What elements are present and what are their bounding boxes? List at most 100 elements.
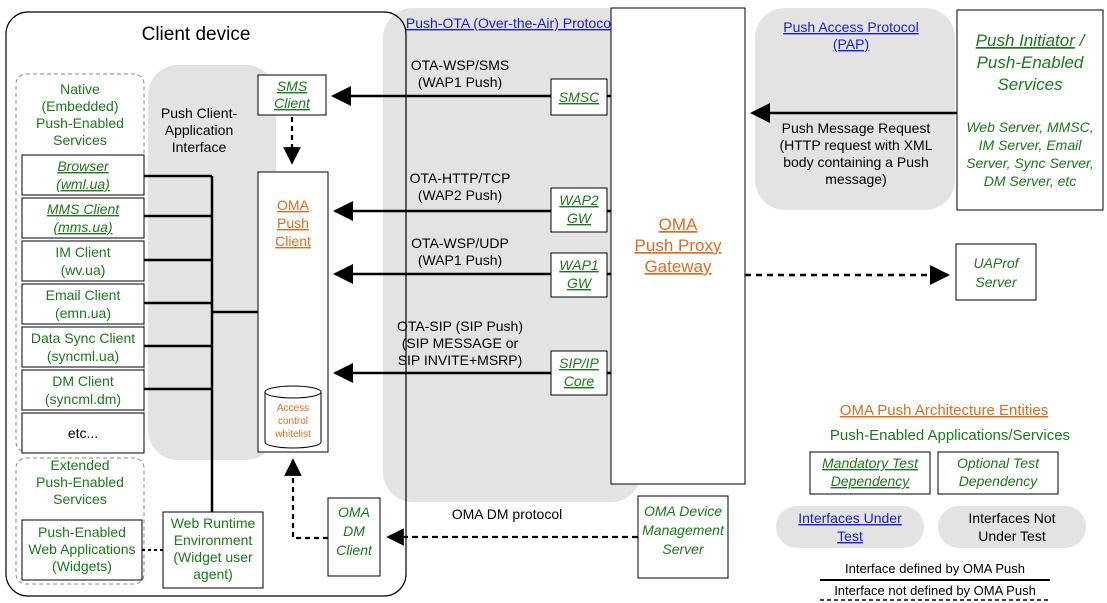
svg-text:GW: GW [567, 210, 593, 226]
native-app-label: (mms.ua) [53, 219, 112, 235]
svg-text:Services: Services [53, 132, 107, 148]
svg-text:(WAP1 Push): (WAP1 Push) [418, 74, 502, 90]
native-app-item: etc... [21, 412, 145, 454]
sms-client-label: SMS Client [274, 78, 311, 111]
svg-text:OMA Device: OMA Device [644, 503, 722, 519]
legend-iut-label: Interfaces Under Test [798, 510, 902, 544]
legend-inut-label: Interfaces Not Under Test [968, 510, 1055, 544]
sms-client-box [257, 74, 327, 116]
svg-text:Core: Core [564, 373, 595, 389]
svg-text:Push Client-: Push Client- [161, 105, 238, 121]
svg-text:SMS: SMS [277, 78, 308, 94]
svg-text:Server: Server [662, 541, 705, 557]
svg-text:Test: Test [837, 528, 863, 544]
legend-apps: Push-Enabled Applications/Services [830, 427, 1070, 444]
native-apps-list: Browser(wml.ua)MMS Client(mms.ua)IM Clie… [21, 154, 145, 454]
native-app-box [21, 412, 145, 454]
svg-text:Push-Enabled: Push-Enabled [36, 115, 124, 131]
svg-text:Push-Enabled: Push-Enabled [38, 524, 126, 540]
svg-text:Mandatory Test: Mandatory Test [822, 455, 919, 471]
svg-text:body containing a Push: body containing a Push [783, 154, 929, 170]
svg-text:control: control [278, 416, 308, 427]
svg-text:Web Server, MMSC,: Web Server, MMSC, [966, 119, 1093, 135]
svg-text:whitelist: whitelist [274, 429, 311, 440]
legend-defined-label: Interface defined by OMA Push [845, 561, 1025, 576]
svg-text:Push-Enabled: Push-Enabled [36, 474, 124, 490]
svg-text:(WAP2 Push): (WAP2 Push) [418, 187, 502, 203]
web-applications-label: Push-Enabled Web Applications (Widgets) [28, 524, 135, 574]
svg-text:Push Proxy: Push Proxy [635, 236, 722, 255]
svg-text:(Widget user: (Widget user [173, 549, 253, 565]
svg-text:Under Test: Under Test [978, 528, 1046, 544]
sip-ip-core-label: SIP/IP Core [559, 355, 599, 389]
native-app-box [21, 197, 145, 239]
svg-text:Server, Sync Server,: Server, Sync Server, [966, 155, 1094, 171]
svg-text:Interfaces Under: Interfaces Under [798, 510, 902, 526]
svg-text:WAP2: WAP2 [559, 192, 599, 208]
svg-text:Extended: Extended [50, 457, 109, 473]
extended-services-label: Extended Push-Enabled Services [36, 457, 124, 507]
push-initiator-box [956, 9, 1104, 211]
svg-text:Services: Services [997, 75, 1063, 94]
smsc-label: SMSC [559, 89, 600, 105]
svg-text:WAP1: WAP1 [559, 257, 598, 273]
svg-text:(PAP): (PAP) [833, 36, 869, 52]
extended-services-group [15, 457, 145, 585]
client-device-title: Client device [142, 24, 251, 45]
svg-text:Client: Client [336, 542, 373, 558]
native-app-item: IM Client(wv.ua) [21, 240, 145, 282]
svg-text:SIP/IP: SIP/IP [559, 355, 599, 371]
native-app-label: etc... [68, 425, 98, 441]
client-device-frame [5, 11, 407, 597]
ppg-box [610, 7, 746, 485]
svg-text:agent): agent) [193, 566, 233, 582]
svg-text:OTA-WSP/UDP: OTA-WSP/UDP [411, 235, 509, 251]
legend-mandatory-box [809, 451, 931, 495]
native-app-label: Data Sync Client [31, 330, 135, 346]
svg-text:Native: Native [60, 81, 100, 97]
svg-text:Client: Client [275, 233, 311, 249]
svg-text:OTA-SIP (SIP Push): OTA-SIP (SIP Push) [397, 318, 523, 334]
svg-text:(SIP MESSAGE or: (SIP MESSAGE or [402, 335, 519, 351]
svg-text:Optional Test: Optional Test [957, 455, 1040, 471]
svg-text:(HTTP request with XML: (HTTP request with XML [779, 137, 932, 153]
native-app-box [21, 369, 145, 411]
svg-text:IM Server, Email: IM Server, Email [979, 137, 1083, 153]
native-app-label: (syncml.ua) [47, 348, 119, 364]
native-app-item: Email Client (emn.ua) [21, 283, 145, 325]
push-initiator-title: Push Initiator / Push-Enabled Services [976, 31, 1087, 94]
web-applications-box [21, 519, 143, 581]
oma-dm-client-label: OMA DM Client [336, 504, 373, 558]
native-app-label: (emn.ua) [55, 305, 111, 321]
svg-text:Push Initiator /: Push Initiator / [976, 31, 1087, 50]
wap2-gw-label: WAP2 GW [559, 192, 599, 226]
ota-link-labels: OTA-WSP/SMS (WAP1 Push) OTA-HTTP/TCP (WA… [397, 57, 523, 368]
native-app-item: DM Client(syncml.dm) [21, 369, 145, 411]
svg-text:Push: Push [277, 215, 309, 231]
native-app-label: (syncml.dm) [45, 391, 121, 407]
native-app-item: Data Sync Client (syncml.ua) [21, 326, 145, 368]
ppg-label: OMA Push Proxy Gateway [635, 215, 722, 276]
svg-text:UAProf: UAProf [973, 255, 1020, 271]
legend-entities: OMA Push Architecture Entities [840, 402, 1048, 419]
native-app-box [21, 240, 145, 282]
svg-text:message): message) [825, 171, 886, 187]
legend-optional-box [937, 451, 1059, 495]
pap-request-label: Push Message Request (HTTP request with … [779, 120, 932, 187]
native-app-label: (wml.ua) [56, 176, 110, 192]
uaprof-server-label: UAProf Server [973, 255, 1020, 290]
ota-protocol-title: Push-OTA (Over-the-Air) Protocol [406, 15, 614, 31]
pcai-label: Push Client- Application Interface [161, 105, 238, 155]
svg-text:Gateway: Gateway [644, 257, 712, 276]
svg-text:Environment: Environment [174, 532, 253, 548]
legend-not-defined-label: Interface not defined by OMA Push [834, 583, 1036, 598]
svg-text:Web Applications: Web Applications [28, 541, 135, 557]
uaprof-server-box [955, 243, 1037, 301]
svg-text:OTA-WSP/SMS: OTA-WSP/SMS [411, 57, 510, 73]
native-app-item: Browser(wml.ua) [21, 154, 145, 196]
native-app-label: Email Client [46, 287, 121, 303]
svg-text:Application: Application [165, 122, 234, 138]
svg-text:OMA: OMA [659, 215, 698, 234]
svg-text:DM: DM [343, 523, 365, 539]
